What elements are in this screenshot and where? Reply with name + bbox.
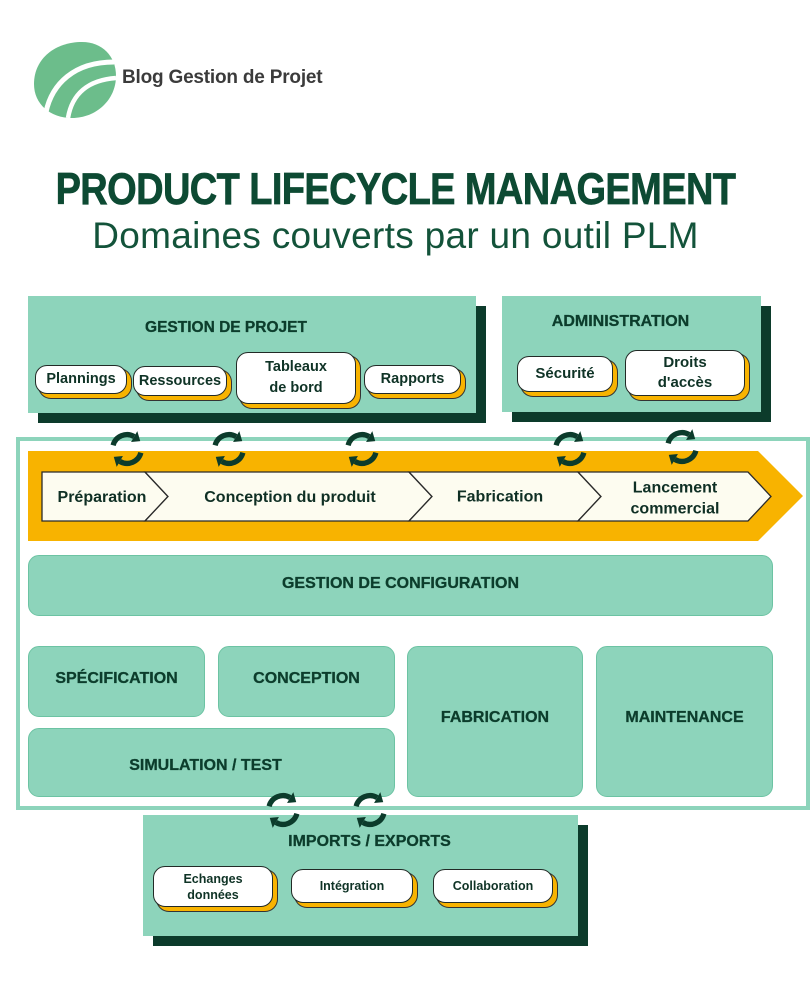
pill-securite: Sécurité xyxy=(517,356,613,392)
domain-specification: SPÉCIFICATION xyxy=(28,646,205,717)
stage-conception-du-produit: Conception du produit xyxy=(143,471,433,522)
stage-label-line-1: Lancement xyxy=(633,480,718,497)
domain-simulation-test: SIMULATION / TEST xyxy=(28,728,395,797)
stage-label: Conception du produit xyxy=(204,489,376,506)
stage-lancement-commercial: Lancement commercial xyxy=(576,471,772,522)
domain-conception: CONCEPTION xyxy=(218,646,395,717)
domain-label: FABRICATION xyxy=(440,708,550,726)
pill-label: Plannings xyxy=(46,371,116,387)
pill-label-line-2: de bord xyxy=(269,380,323,396)
pill-plannings: Plannings xyxy=(35,365,127,394)
cycle-arrows-icon xyxy=(547,426,593,472)
lifecycle-arrow: Préparation Conception du produit Fabric… xyxy=(28,451,803,541)
leaf-logo-icon xyxy=(34,42,117,119)
imports-exports-title: IMPORTS / EXPORTS xyxy=(288,833,451,850)
stage-fabrication: Fabrication xyxy=(407,471,602,522)
domain-label: SPÉCIFICATION xyxy=(55,669,178,687)
plm-frame xyxy=(16,437,810,810)
cycle-arrows-icon xyxy=(260,787,306,833)
pill-tableaux-de-bord: Tableaux de bord xyxy=(236,352,356,404)
pill-label: Collaboration xyxy=(452,879,534,893)
pill-label-line-1: Echanges xyxy=(183,871,243,886)
pill-collaboration: Collaboration xyxy=(433,869,553,903)
stage-label-line-2: commercial xyxy=(631,501,720,518)
pill-label: Rapports xyxy=(380,371,445,387)
domain-label: SIMULATION / TEST xyxy=(129,757,282,774)
imports-exports-box: IMPORTS / EXPORTS Echanges données Intég… xyxy=(143,815,578,936)
stage-label: Préparation xyxy=(58,489,147,506)
page-title: PRODUCT LIFECYCLE MANAGEMENT xyxy=(55,165,736,215)
pill-label: Intégration xyxy=(319,879,385,893)
pill-rapports: Rapports xyxy=(364,365,461,394)
cycle-arrows-icon xyxy=(659,424,705,470)
project-management-box: GESTION DE PROJET Plannings Ressources T… xyxy=(28,296,476,413)
cycle-arrows-icon xyxy=(339,426,385,472)
pill-label-line-1: Tableaux xyxy=(265,359,327,375)
pill-label-line-2: d'accès xyxy=(657,374,713,391)
cycle-arrows-icon xyxy=(104,426,150,472)
pill-droits-acces: Droits d'accès xyxy=(625,350,745,396)
brand-name: Blog Gestion de Projet xyxy=(122,67,323,88)
domain-label: CONCEPTION xyxy=(253,669,360,687)
cycle-arrows-icon xyxy=(206,426,252,472)
pill-integration: Intégration xyxy=(291,869,413,903)
administration-box: ADMINISTRATION Sécurité Droits d'accès xyxy=(502,296,761,412)
stage-chevron xyxy=(576,471,772,522)
pill-label: Sécurité xyxy=(535,365,595,382)
cycle-arrows-icon xyxy=(347,787,393,833)
stage-label: Fabrication xyxy=(457,489,543,506)
project-management-title: GESTION DE PROJET xyxy=(145,319,307,336)
domain-maintenance: MAINTENANCE xyxy=(596,646,773,797)
pill-echanges-donnees: Echanges données xyxy=(153,866,273,907)
domain-label: MAINTENANCE xyxy=(625,708,744,726)
page-subtitle: Domaines couverts par un outil PLM xyxy=(92,215,699,256)
stage-preparation: Préparation xyxy=(41,471,169,522)
pill-label-line-1: Droits xyxy=(663,354,707,371)
domain-fabrication: FABRICATION xyxy=(407,646,583,797)
pill-ressources: Ressources xyxy=(133,366,227,396)
pill-label: Ressources xyxy=(138,372,222,389)
configuration-panel: GESTION DE CONFIGURATION xyxy=(28,555,773,616)
configuration-title: GESTION DE CONFIGURATION xyxy=(281,574,520,592)
pill-label-line-2: données xyxy=(187,887,239,902)
administration-title: ADMINISTRATION xyxy=(551,313,690,330)
